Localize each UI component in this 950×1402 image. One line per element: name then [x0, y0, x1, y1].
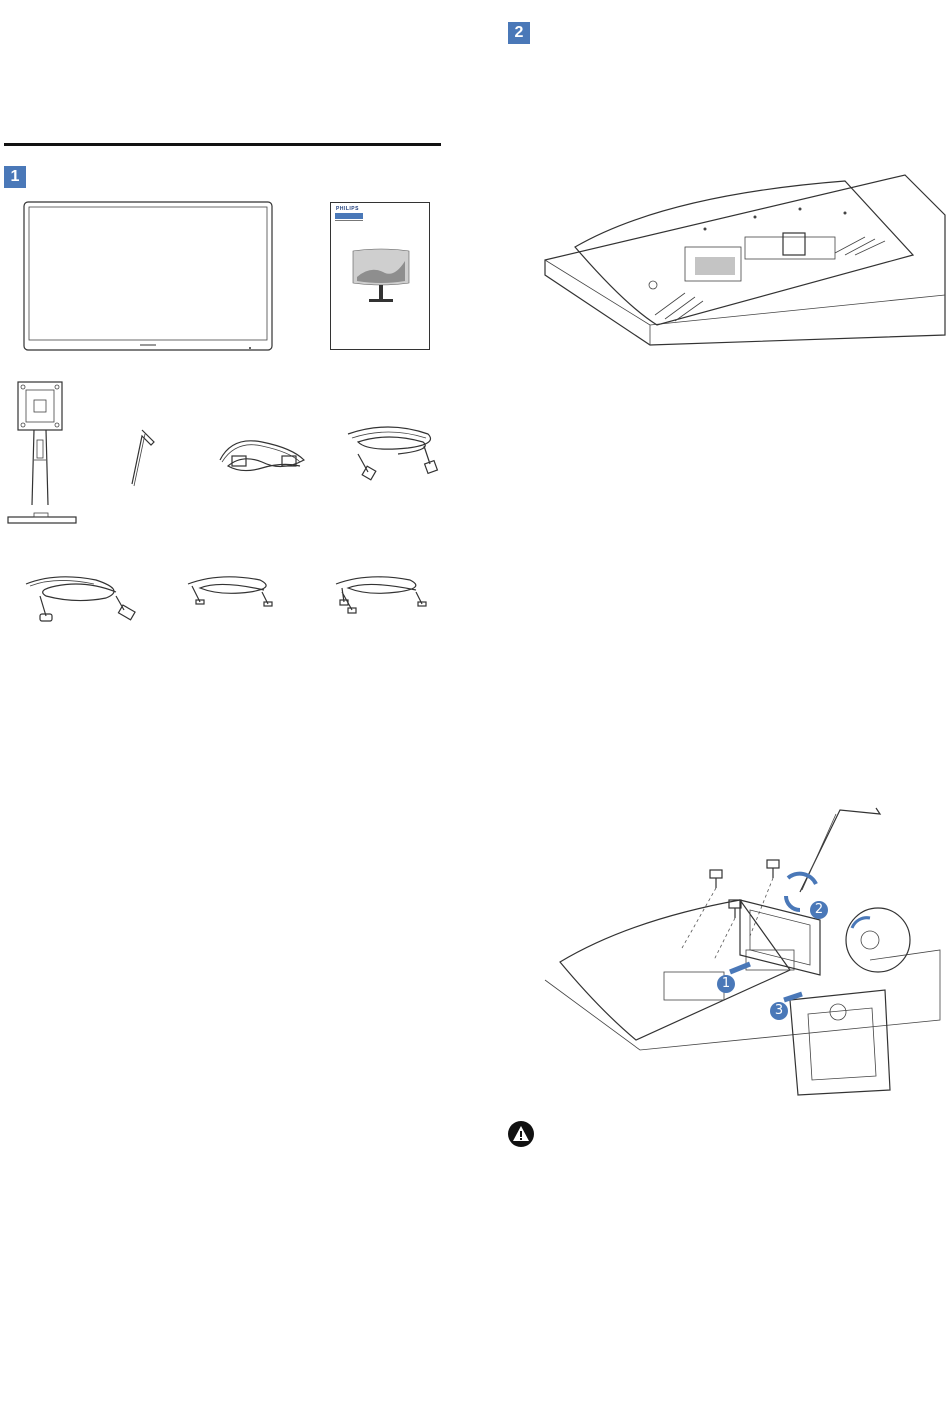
step-2-badge: 2: [508, 22, 530, 44]
hdmi-cable-illustration: [338, 424, 443, 484]
monitor-rear-on-table: [545, 175, 945, 350]
quick-start-guide: PHILIPS: [330, 202, 430, 350]
callout-2-label: 2: [813, 902, 825, 917]
power-cable-illustration: [212, 432, 312, 477]
warning-icon: [507, 1120, 535, 1148]
brand-bar: [335, 213, 363, 219]
monitor-illustration: [20, 198, 280, 358]
allen-key-illustration: [120, 428, 180, 498]
guide-monitor-image: [351, 247, 411, 307]
stand-illustration: [6, 380, 81, 530]
step-1-badge: 1: [4, 166, 26, 188]
brand-label: PHILIPS: [336, 206, 359, 212]
audio-cable-illustration: [180, 570, 280, 610]
usb-c-cable-illustration: [16, 570, 136, 630]
callout-1-label: 1: [720, 976, 732, 991]
dp-cable-illustration: [328, 570, 433, 620]
stand-assembly-illustration: [540, 800, 945, 1100]
callout-3-label: 3: [773, 1003, 785, 1018]
section-divider: [4, 143, 441, 146]
